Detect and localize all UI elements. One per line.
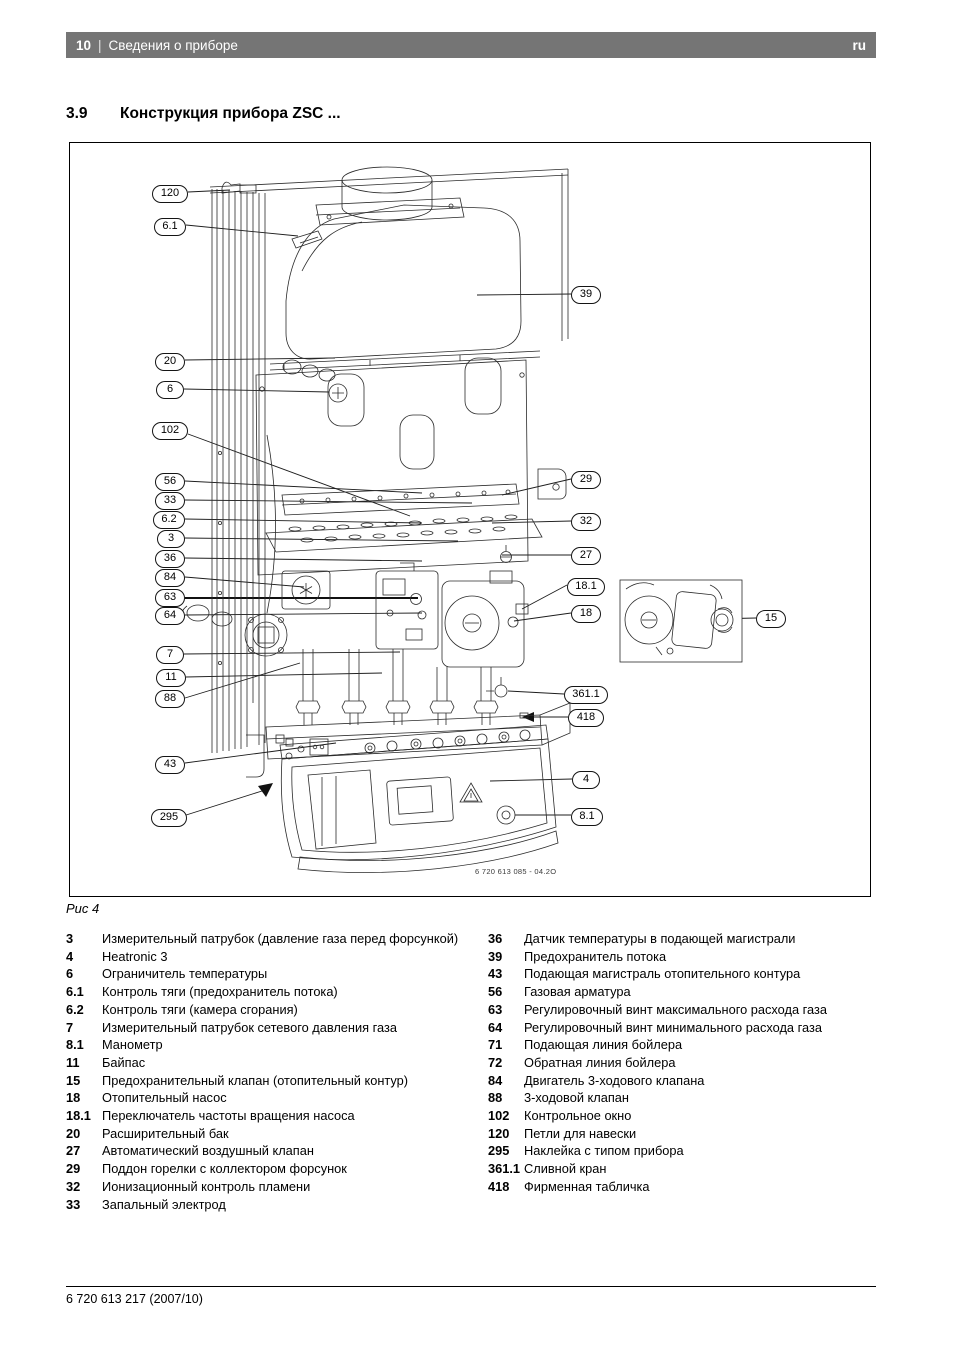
callout-29: 29: [571, 471, 601, 489]
page-header-bar: 10 | Сведения о приборе ru: [66, 32, 876, 58]
callout-63: 63: [155, 589, 185, 607]
callout-32: 32: [571, 513, 601, 531]
callout-18: 18: [571, 605, 601, 623]
boiler-line-art: [181, 166, 743, 873]
page-number: 10: [76, 37, 92, 53]
callout-64: 64: [155, 607, 185, 625]
callout-11: 11: [156, 669, 186, 687]
callout-39: 39: [571, 286, 601, 304]
callout-33: 33: [155, 492, 185, 510]
callout-6-1: 6.1: [154, 218, 186, 236]
callout-361-1: 361.1: [564, 686, 608, 704]
callout-36: 36: [155, 550, 185, 568]
section-number: 3.9: [66, 105, 88, 122]
drawing-code: 6 720 613 085 - 04.2O: [475, 867, 557, 876]
callout-7: 7: [156, 646, 184, 664]
leader-lines: [182, 189, 757, 817]
callout-15: 15: [756, 610, 786, 628]
callout-20: 20: [155, 353, 185, 371]
callout-102: 102: [152, 422, 188, 440]
section-heading: 3.9 Конструкция прибора ZSC ...: [66, 105, 876, 123]
figure-caption: Рис 4: [66, 901, 100, 916]
callout-88: 88: [155, 690, 185, 708]
callout-4: 4: [572, 771, 600, 789]
callout-84: 84: [155, 569, 185, 587]
callout-56: 56: [155, 473, 185, 491]
callout-120: 120: [152, 185, 188, 203]
header-section-title: Сведения о приборе: [108, 37, 238, 53]
language-code: ru: [852, 37, 867, 53]
figure-boiler-construction: 120 6.1 20 6 102 56 33 6.2 3 36 84 63 64…: [69, 142, 871, 897]
callout-3: 3: [157, 530, 185, 548]
callout-43: 43: [155, 756, 185, 774]
callout-295: 295: [151, 809, 187, 827]
callout-27: 27: [571, 547, 601, 565]
page-footer: 6 720 613 217 (2007/10): [66, 1286, 876, 1306]
section-title: Конструкция прибора ZSC ...: [120, 105, 341, 122]
callout-6: 6: [156, 381, 184, 399]
document-number: 6 720 613 217 (2007/10): [66, 1292, 203, 1306]
callout-6-2: 6.2: [153, 511, 185, 529]
callout-418: 418: [568, 709, 604, 727]
callout-18-1: 18.1: [567, 578, 605, 596]
callout-8-1: 8.1: [571, 808, 603, 826]
boiler-diagram: [181, 166, 757, 873]
header-separator: |: [98, 37, 102, 53]
